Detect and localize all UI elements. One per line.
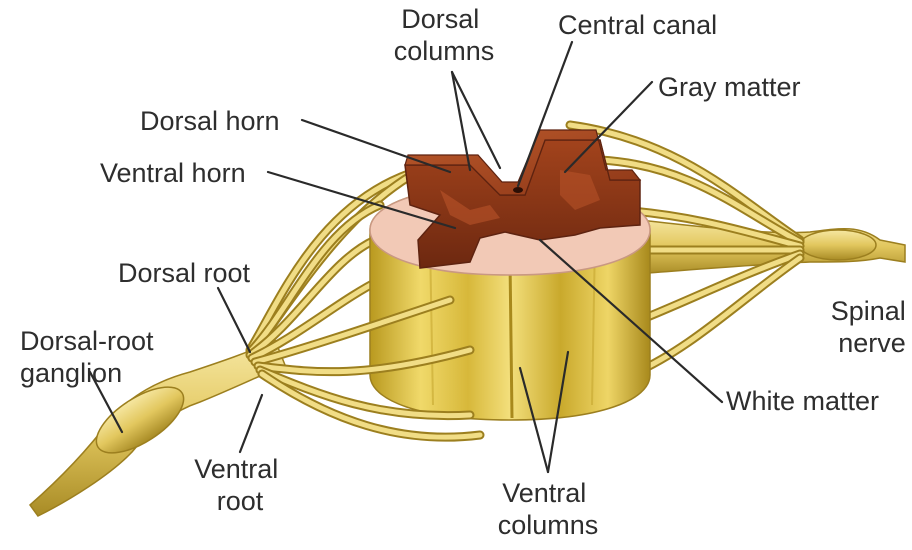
leader-dorsal-columns-1 [452,72,500,168]
ventral-median-fissure [510,260,512,418]
leader-ventral-root [240,395,262,452]
label-ventral-columns: Ventral columns [498,478,599,540]
leader-dorsal-root [218,288,250,352]
label-dorsal-root-ganglion-line1: Dorsal-root [20,326,154,356]
label-dorsal-columns: Dorsal columns [394,4,495,66]
leader-dorsal-horn [302,120,450,172]
label-ventral-columns-line2: columns [498,510,599,540]
label-ventral-horn: Ventral horn [100,158,246,188]
label-dorsal-columns-line1: Dorsal [401,4,479,34]
label-dorsal-columns-line2: columns [394,36,495,66]
central-canal [513,187,523,193]
label-ventral-root-line1: Ventral [194,454,278,484]
label-dorsal-root: Dorsal root [118,258,251,288]
label-dorsal-horn: Dorsal horn [140,106,280,136]
label-central-canal: Central canal [558,10,717,40]
label-ventral-root-line2: root [217,486,264,516]
label-dorsal-root-ganglion: Dorsal-root ganglion [20,326,161,388]
label-dorsal-root-ganglion-line2: ganglion [20,358,122,388]
label-white-matter: White matter [726,386,879,416]
label-spinal-nerve: Spinal nerve [831,296,912,358]
label-ventral-columns-line1: Ventral [502,478,586,508]
label-gray-matter: Gray matter [658,72,801,102]
label-ventral-root: Ventral root [194,454,286,516]
label-spinal-nerve-line1: Spinal [831,296,906,326]
label-spinal-nerve-line2: nerve [838,328,906,358]
